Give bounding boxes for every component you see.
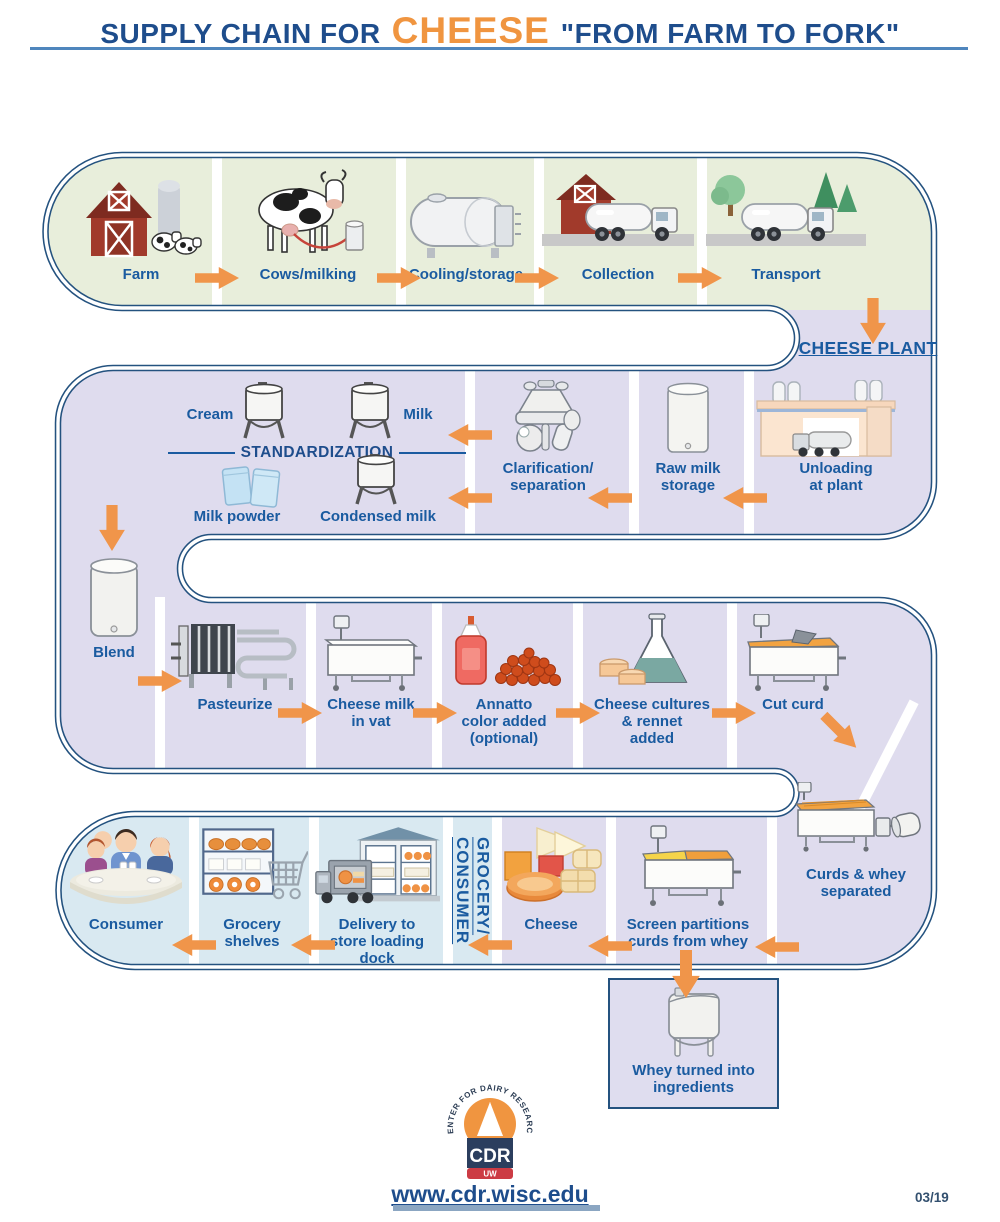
step-label: Cooling/storage xyxy=(408,266,524,283)
bottom-bar xyxy=(393,1205,600,1211)
whey-ingredients-box: Whey turned into ingredients xyxy=(608,978,779,1109)
step-label: Cheese xyxy=(524,916,578,933)
step-cut-curd: Cut curd xyxy=(734,612,852,714)
step-raw-milk-storage: Raw milk storage xyxy=(636,380,740,495)
cream-tank-icon xyxy=(236,382,292,445)
step-label: Raw milk storage xyxy=(655,460,721,494)
step-label: Cheese milk in vat xyxy=(327,696,415,730)
step-label: Clarification/ separation xyxy=(502,460,594,494)
title-highlight: CHEESE xyxy=(391,10,550,51)
product-label-cream: Cream xyxy=(186,406,234,423)
cheese-assortment-icon xyxy=(498,822,604,914)
step-label: Blend xyxy=(93,644,135,661)
step-blend: Blend xyxy=(68,556,160,662)
step-label: Farm xyxy=(122,266,160,283)
transport-truck-icon xyxy=(702,162,870,264)
step-label: Grocery shelves xyxy=(223,916,281,950)
step-pasteurize: Pasteurize xyxy=(166,612,304,714)
step-cooling-storage: Cooling/storage xyxy=(400,162,532,284)
cheese-vat-icon xyxy=(312,612,430,694)
standardization-cell: Cream Milk STANDARDIZATION xyxy=(168,378,467,526)
step-label: Pasteurize xyxy=(197,696,273,713)
revision-date: 03/19 xyxy=(915,1190,949,1205)
step-cultures-rennet: Cheese cultures & rennet added xyxy=(578,612,726,747)
standardization-divider: STANDARDIZATION xyxy=(168,444,467,462)
step-clarification-separation: Clarification/ separation xyxy=(470,380,626,495)
plant-unloading-icon xyxy=(752,380,920,458)
blend-tank-icon xyxy=(68,556,160,642)
page-title: SUPPLY CHAIN FOR CHEESE "FROM FARM TO FO… xyxy=(0,10,1000,52)
step-label: Cut curd xyxy=(762,696,824,713)
cdr-logo: CENTER FOR DAIRY RESEARCH CDR UW xyxy=(439,1073,538,1187)
standardization-title: STANDARDIZATION xyxy=(240,444,394,461)
step-collection: Collection xyxy=(538,162,698,284)
step-label: Cheese cultures & rennet added xyxy=(594,696,710,747)
step-label: Annatto color added (optional) xyxy=(461,696,547,747)
step-label: Cows/milking xyxy=(259,266,357,283)
curds-whey-machine-icon xyxy=(790,780,922,864)
product-label-milk: Milk xyxy=(403,406,433,423)
step-screen-partitions: Screen partitions curds from whey xyxy=(612,822,764,951)
step-delivery-dock: Delivery to store loading dock xyxy=(314,822,440,967)
cut-curd-vat-icon xyxy=(734,612,852,694)
storage-silo-icon xyxy=(636,380,740,458)
whey-tank-icon xyxy=(610,980,777,1060)
screen-vat-icon xyxy=(612,822,764,914)
milk-powder-icon xyxy=(216,462,288,513)
step-grocery-shelves: Grocery shelves xyxy=(196,822,308,951)
step-curds-whey-separated: Curds & whey separated xyxy=(790,780,922,901)
step-label: Consumer xyxy=(88,916,164,933)
cooling-tank-icon xyxy=(400,162,532,264)
whey-box-label: Whey turned into ingredients xyxy=(632,1062,755,1096)
step-label: Unloading at plant xyxy=(799,460,873,494)
step-label: Delivery to store loading dock xyxy=(329,916,425,967)
step-consumer: Consumer xyxy=(62,822,190,934)
step-label: Transport xyxy=(751,266,821,283)
delivery-truck-icon xyxy=(314,822,440,914)
separator-icon xyxy=(470,380,626,458)
title-suffix: "FROM FARM TO FORK" xyxy=(560,18,900,49)
cultures-flask-icon xyxy=(578,612,726,694)
product-label-milk-powder: Milk powder xyxy=(193,508,281,525)
consumer-family-icon xyxy=(62,822,190,914)
website-link[interactable]: www.cdr.wisc.edu xyxy=(391,1181,589,1207)
grocery-shelf-icon xyxy=(196,822,308,914)
step-farm: Farm xyxy=(66,162,216,284)
step-cheese-milk-in-vat: Cheese milk in vat xyxy=(312,612,430,731)
cheese-plant-label: CHEESE PLANT xyxy=(798,338,938,358)
title-rule xyxy=(30,47,968,50)
step-label: Collection xyxy=(581,266,655,283)
grocery-consumer-label: GROCERY/ CONSUMER xyxy=(453,837,493,945)
farm-icon xyxy=(66,162,216,264)
condensed-milk-tank-icon xyxy=(348,454,404,511)
pasteurizer-icon xyxy=(166,612,304,694)
title-prefix: SUPPLY CHAIN FOR xyxy=(100,18,381,49)
step-label: Screen partitions curds from whey xyxy=(626,916,750,950)
step-unloading-at-plant: Unloading at plant xyxy=(752,380,920,495)
logo-campus-text: UW xyxy=(483,1170,497,1179)
logo-abbr-text: CDR xyxy=(469,1146,510,1167)
product-label-condensed-milk: Condensed milk xyxy=(320,508,436,525)
step-cheese: Cheese xyxy=(498,822,604,934)
step-annatto-color: Annatto color added (optional) xyxy=(438,612,570,747)
step-transport: Transport xyxy=(702,162,870,284)
step-cows-milking: Cows/milking xyxy=(222,162,394,284)
annatto-icon xyxy=(438,612,570,694)
collection-truck-icon xyxy=(538,162,698,264)
cow-milking-icon xyxy=(222,162,394,264)
step-label: Curds & whey separated xyxy=(805,866,907,900)
milk-tank-icon xyxy=(342,382,398,445)
